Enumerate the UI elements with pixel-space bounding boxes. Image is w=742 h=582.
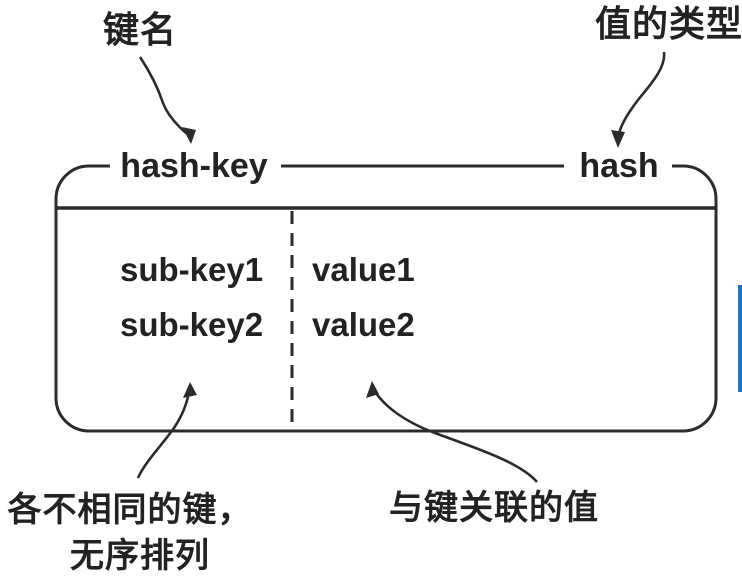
keys-note-line2: 无序排列 bbox=[70, 537, 210, 575]
arrowhead-key-name bbox=[182, 127, 196, 144]
sub-key-2: sub-key2 bbox=[120, 306, 264, 343]
scrollbar-thumb[interactable] bbox=[738, 285, 742, 392]
arrowhead-values-note bbox=[366, 381, 379, 398]
hash-type-label: hash bbox=[573, 149, 665, 183]
box-outline bbox=[54, 164, 718, 433]
sub-key-1: sub-key1 bbox=[120, 251, 264, 288]
arrowhead-keys-note bbox=[183, 382, 197, 398]
key-name-annotation: 键名 bbox=[102, 9, 178, 50]
hash-key-label: hash-key bbox=[114, 149, 274, 183]
value-type-annotation: 值的类型 bbox=[594, 3, 742, 44]
values-note: 与键关联的值 bbox=[389, 489, 599, 527]
arrow-value-type bbox=[617, 51, 666, 135]
arrow-keys-note bbox=[136, 391, 191, 479]
arrow-values-note bbox=[374, 392, 538, 483]
arrow-key-name bbox=[138, 56, 187, 134]
value-1: value1 bbox=[312, 251, 415, 288]
value-2: value2 bbox=[312, 306, 415, 343]
arrowhead-value-type bbox=[611, 130, 625, 148]
keys-note-line1: 各不相同的键， bbox=[7, 491, 253, 529]
